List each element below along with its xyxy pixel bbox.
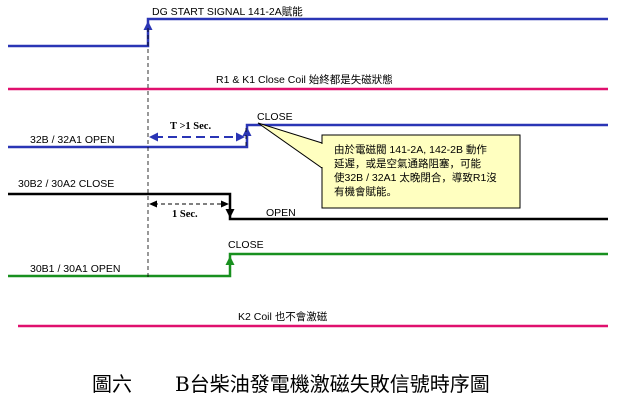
s30b2-label: 30B2 / 30A2 CLOSE [18,178,114,190]
r1-k1-signal: R1 & K1 Close Coil 始終都是失磁狀態 [8,73,608,91]
note-line-3: 使32B / 32A1 太晚閉合，導致R1沒 [334,171,497,184]
s32b-rising-arrow-icon [242,127,252,136]
s30b2-open-label: OPEN [266,207,296,219]
callout-box [321,134,521,209]
one-sec-right-arrow-icon [221,200,229,208]
r1-k1-label: R1 & K1 Close Coil 始終都是失磁狀態 [216,73,393,86]
caption-figure-number: 圖六 [92,372,132,396]
dg-start-label: DG START SIGNAL 141-2A賦能 [152,5,303,18]
k2-signal: K2 Coil 也不會激磁 [18,310,608,328]
timing-reference-lines [147,28,247,278]
t-gap-left-arrow-icon [149,132,158,142]
one-sec-dimension: 1 Sec. [149,200,229,220]
one-sec-left-arrow-icon [149,200,157,208]
s30b1-rising-arrow-icon [225,256,235,265]
t-gap-dimension: T >1 Sec. [149,121,245,142]
k2-label: K2 Coil 也不會激磁 [238,310,328,323]
s30b1-signal: 30B1 / 30A1 OPEN CLOSE [8,239,608,278]
callout-pointer [257,122,323,169]
delay-note-callout: 由於電磁閥 141-2A, 142-2B 動作 延遲，或是空氣通路阻塞，可能 使… [257,122,521,209]
one-sec-label: 1 Sec. [172,209,198,220]
note-line-1: 由於電磁閥 141-2A, 142-2B 動作 [334,143,487,156]
caption-title: B台柴油發電機激磁失敗信號時序圖 [175,372,490,396]
dg-start-signal: DG START SIGNAL 141-2A賦能 [8,5,608,48]
s30b2-falling-arrow-icon [225,209,235,218]
t-gap-right-arrow-icon [236,132,245,142]
note-line-2: 延遲，或是空氣通路阻塞，可能 [334,157,481,170]
note-line-4: 有機會賦能。 [334,185,397,198]
s32b-label: 32B / 32A1 OPEN [30,134,115,146]
dg-start-rising-arrow-icon [143,21,153,30]
s30b1-label: 30B1 / 30A1 OPEN [30,263,120,275]
s32b-signal: 32B / 32A1 OPEN CLOSE [8,111,608,149]
s32b-close-label: CLOSE [257,111,293,123]
t-gap-label: T >1 Sec. [170,121,211,132]
dg-start-waveform [8,17,608,48]
figure-caption: 圖六 B台柴油發電機激磁失敗信號時序圖 [92,372,490,396]
s30b1-close-label: CLOSE [228,239,264,251]
s30b2-signal: 30B2 / 30A2 CLOSE OPEN [8,178,608,221]
s30b2-waveform [8,192,608,221]
